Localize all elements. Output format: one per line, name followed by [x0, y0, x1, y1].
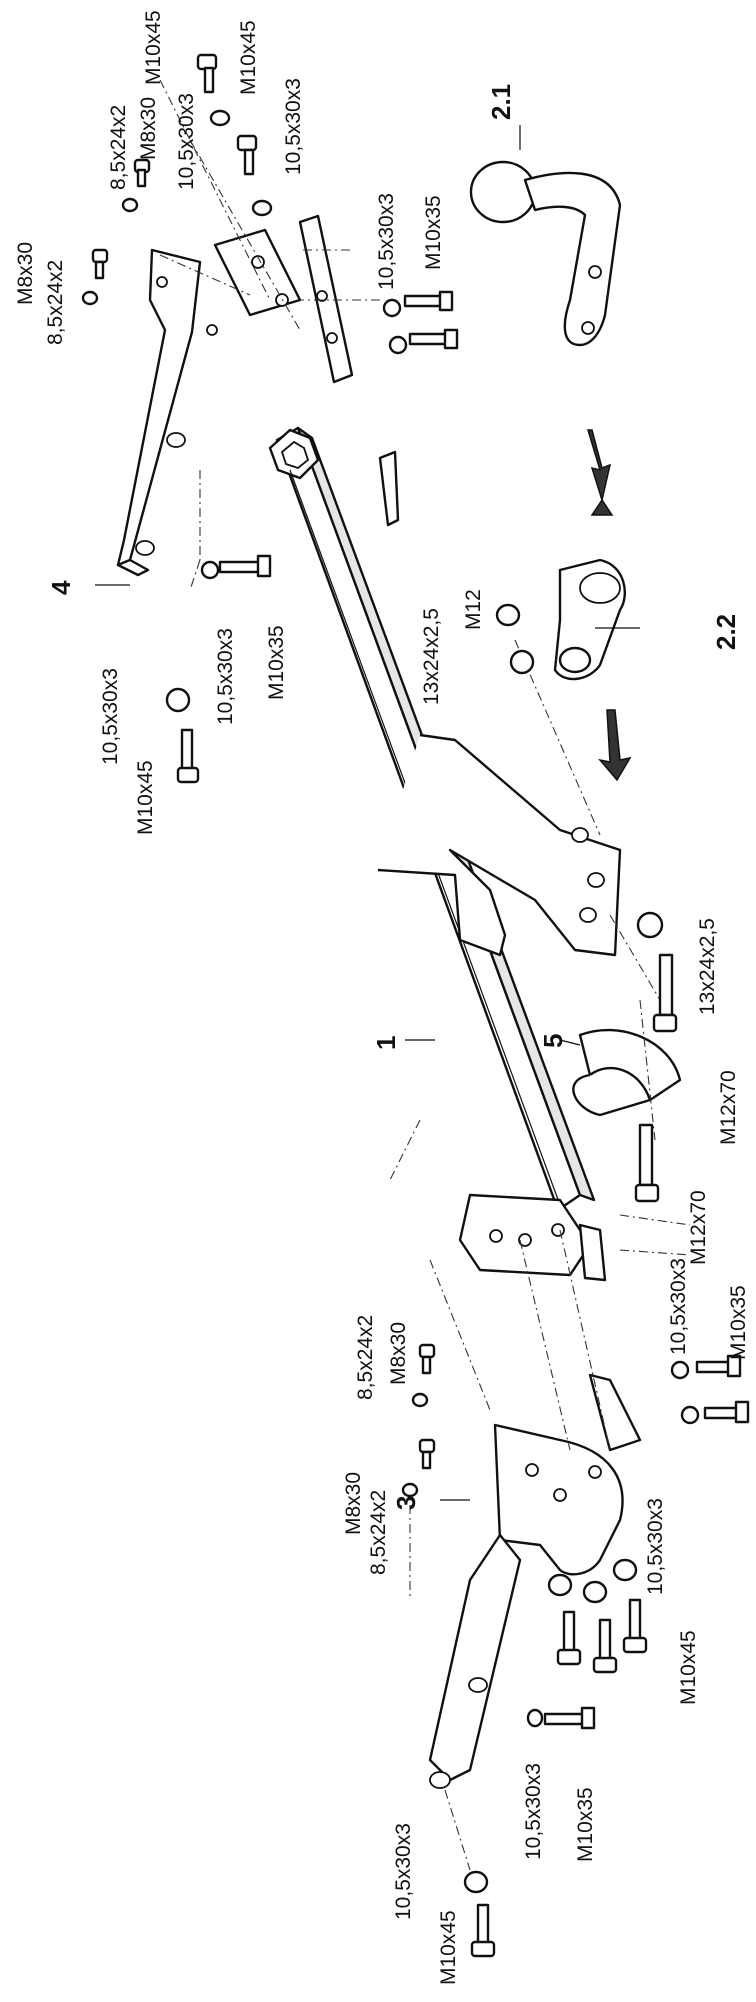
nut-m12: [495, 603, 521, 627]
label-arm4-m10x45: M10x45: [134, 760, 157, 835]
part-number-5: 5: [538, 1034, 568, 1048]
assembly-lines: [159, 79, 691, 1871]
bolt-top-m10x45-b: [236, 134, 258, 176]
part-number-4: 4: [46, 580, 76, 595]
washer-bot-a: [670, 1360, 690, 1380]
label-bot-m8x30-a: M8x30: [387, 1322, 410, 1385]
bolt-bot-m10x35-a: [695, 1354, 742, 1378]
washer-top-d: [388, 335, 408, 355]
tow-ball: [469, 160, 622, 347]
label-bot-washer-c: 10,5x30x3: [522, 1763, 545, 1860]
label-ball-washer-b: 13x24x2,5: [696, 918, 719, 1015]
label-top-m8x30-a: M8x30: [137, 97, 160, 160]
label-top-m8x30-b: M8x30: [14, 242, 37, 305]
label-bot-m8x30-b: M8x30: [342, 1472, 365, 1535]
bolt-arm4-m10x45: [176, 728, 200, 784]
label-bot-w8-b: 8,5x24x2: [367, 1490, 390, 1575]
washer-arm4-b: [200, 560, 220, 580]
washer-ball-b: [636, 911, 664, 939]
label-bot-m10x35-b: M10x35: [574, 1787, 597, 1862]
bolt-top-m10x35-a: [403, 290, 454, 312]
label-top-m10x45-a: M10x45: [142, 10, 165, 85]
bolt-m12x70-b: [634, 1123, 660, 1203]
bolt-top-m8x30-b: [91, 248, 109, 280]
label-bot-m10x45-b: M10x45: [437, 1910, 460, 1985]
label-arm4-washer-a: 10,5x30x3: [99, 668, 122, 765]
bolt-bot-arm3-m10x35: [543, 1706, 596, 1730]
washer-top-b: [251, 199, 273, 217]
washer-top-c: [382, 298, 402, 318]
label-bot-m10x35-a: M10x35: [727, 1285, 750, 1360]
bolt-top-m10x35-b: [408, 328, 459, 350]
washer-ball-a: [509, 649, 535, 675]
label-bot-washer-d: 10,5x30x3: [392, 1823, 415, 1920]
part-number-2-2: 2.2: [711, 614, 741, 650]
bolt-arm4-m10x35: [218, 554, 272, 578]
label-top-w8-b: 8,5x24x2: [44, 260, 67, 345]
label-bot-washer-a: 10,5x30x3: [667, 1258, 690, 1355]
washer-arm4-a: [165, 687, 191, 713]
ball-bracket: [377, 733, 622, 957]
side-arm-4: [116, 248, 218, 577]
bolt-bot-m8x30-b: [418, 1438, 436, 1470]
part-number-2-1: 2.1: [486, 84, 516, 120]
label-top-washer-b: 10,5x30x3: [282, 78, 305, 175]
bolt-bot-m10x45-b: [592, 1618, 618, 1674]
bolt-bot-arm3-m10x45: [470, 1903, 496, 1958]
bolt-top-m8x30-a: [133, 158, 151, 188]
washer-bot-c: [547, 1573, 573, 1597]
label-ball-m12x70-b: M12x70: [687, 1190, 710, 1265]
end-plate-top: [213, 214, 354, 384]
label-top-washer-a: 10,5x30x3: [175, 93, 198, 190]
side-arm-3: [428, 1423, 624, 1789]
label-bot-m10x45-a: M10x45: [677, 1630, 700, 1705]
label-arm4-m10x35: M10x35: [265, 625, 288, 700]
washer-bot-w8-b: [401, 1482, 419, 1498]
part-number-3: 3: [391, 1496, 421, 1510]
leader-lines: [95, 125, 640, 1501]
down-arrow: [598, 709, 632, 782]
washer-top-w8-a: [121, 197, 139, 213]
label-top-w8-a: 8,5x24x2: [107, 105, 130, 190]
label-top-m10x35: M10x35: [422, 195, 445, 270]
hardware-labels: M10x45 M10x45 10,5x30x3 10,5x30x3 8,5x24…: [14, 10, 750, 1985]
double-arrow: [586, 429, 614, 516]
bolt-bot-m8x30-a: [418, 1343, 436, 1375]
washer-bot-d: [582, 1580, 608, 1604]
label-ball-m12x70-a: M12x70: [717, 1070, 740, 1145]
washer-bot-w8-a: [411, 1392, 429, 1408]
washer-bot-b: [680, 1405, 700, 1425]
washer-top-a: [209, 109, 231, 127]
part-number-1: 1: [371, 1036, 401, 1050]
label-ball-washer-a: 13x24x2,5: [420, 608, 443, 705]
fasteners: [81, 53, 750, 1958]
socket-plate-5: [572, 1028, 682, 1117]
label-bot-washer-b: 10,5x30x3: [644, 1498, 667, 1595]
label-top-m10x45-b: M10x45: [237, 20, 260, 95]
ball-socket-block: [553, 558, 627, 681]
bolt-m12x70-a: [652, 953, 678, 1033]
end-plate-bottom: [458, 1193, 642, 1452]
label-ball-m12: M12: [462, 589, 485, 630]
bolt-bot-m10x45-a: [556, 1610, 582, 1666]
bolt-top-m10x45-a: [196, 53, 218, 94]
label-arm4-washer-b: 10,5x30x3: [214, 628, 237, 725]
label-top-washer-c: 10,5x30x3: [375, 193, 398, 290]
washer-top-w8-b: [81, 290, 99, 306]
label-bot-w8-a: 8,5x24x2: [354, 1315, 377, 1400]
bolt-bot-m10x35-b: [703, 1400, 750, 1424]
